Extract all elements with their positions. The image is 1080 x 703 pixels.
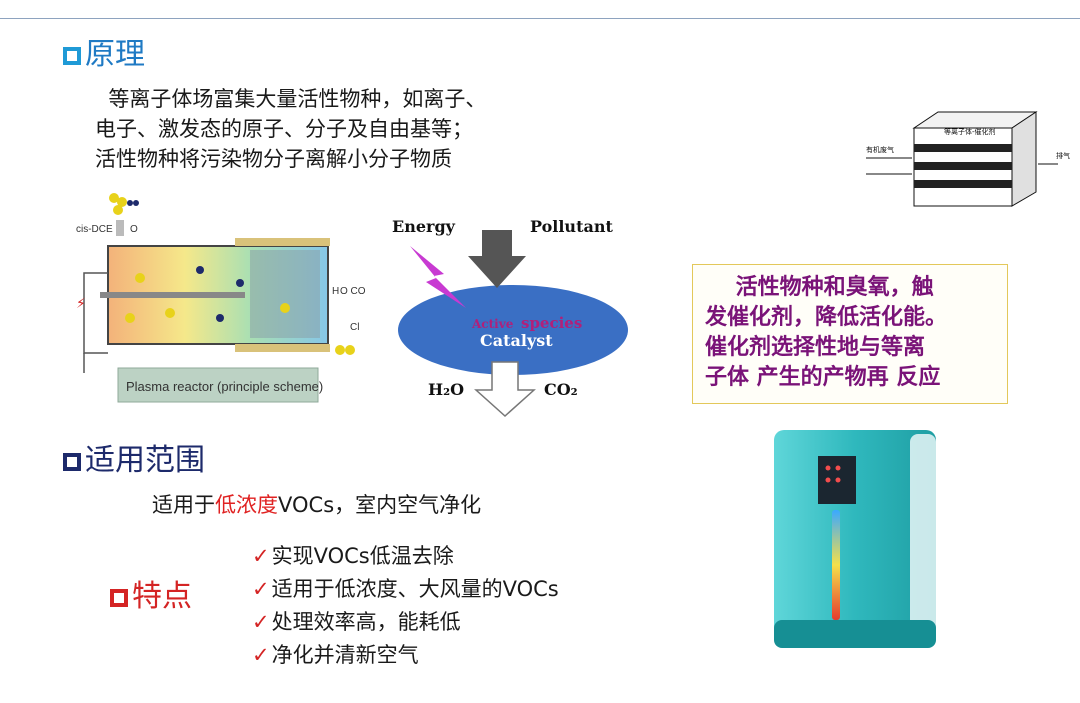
principle-line-3: 活性物种将污染物分子离解小分子物质 xyxy=(95,147,452,171)
stack-left-label: 有机废气 xyxy=(866,145,894,154)
molecule xyxy=(133,200,139,206)
reactor-label: Plasma reactor (principle scheme) xyxy=(126,379,323,394)
plasma-catalyst-stack-diagram: 等离子体-催化剂 有机废气 排气 xyxy=(866,111,1070,207)
checkbox-square-icon xyxy=(63,452,81,471)
energy-bolt-icon xyxy=(410,246,466,308)
species-label: species xyxy=(521,314,582,332)
stack-layer xyxy=(914,180,1012,188)
scope-prefix: 适用于 xyxy=(152,493,215,517)
feature-text: 净化并清新空气 xyxy=(271,643,419,667)
indicator-led xyxy=(835,477,841,483)
circuit-wire xyxy=(83,272,108,354)
feature-item-1: ✓实现VOCs低温去除 xyxy=(252,540,454,573)
inlet-pipe xyxy=(116,220,124,236)
callout-line-3: 催化剂选择性地与等离 xyxy=(705,335,926,360)
molecule xyxy=(113,205,123,215)
indicator-led xyxy=(835,465,841,471)
out-cl-label: Cl xyxy=(350,322,359,333)
mechanism-callout: 活性物种和臭氧，触 发催化剂，降低活化能。 催化剂选择性地与等离 子体 产生的产… xyxy=(692,264,1008,404)
features-heading-text: 特点 xyxy=(132,579,192,614)
o2-label: O xyxy=(130,224,138,235)
co2-label: CO₂ xyxy=(544,380,578,399)
callout-line-1: 活性物种和臭氧，触 xyxy=(705,275,934,300)
callout-line-4: 子体 产生的产物再 反应 xyxy=(705,365,941,390)
catalyst-label: Catalyst xyxy=(480,331,553,350)
checkbox-square-icon xyxy=(63,46,81,65)
indicator-led xyxy=(825,465,831,471)
purifier-body xyxy=(774,430,936,645)
plasma-reactor-diagram: cis-DCE O ⚡ H O CO Cl Plasma reactor (pr… xyxy=(76,193,366,403)
feature-text: 实现VOCs低温去除 xyxy=(271,544,454,568)
stack-right-label: 排气 xyxy=(1056,151,1070,160)
molecule xyxy=(196,266,204,274)
scope-text: 适用于低浓度VOCs，室内空气净化 xyxy=(152,490,481,520)
molecule xyxy=(345,345,355,355)
electrode-top xyxy=(235,238,330,246)
power-source-icon: ⚡ xyxy=(76,296,86,312)
scope-heading: 适用范围 xyxy=(63,444,205,478)
molecule xyxy=(109,193,119,203)
reactor-label-box xyxy=(117,367,319,403)
checkbox-square-icon xyxy=(110,588,128,607)
center-electrode xyxy=(100,292,245,298)
indicator-led xyxy=(825,477,831,483)
feature-item-4: ✓净化并清新空气 xyxy=(252,639,419,672)
inlet-label: cis-DCE xyxy=(76,224,113,235)
scope-suffix: VOCs，室内空气净化 xyxy=(278,493,482,517)
stack-layer xyxy=(914,144,1012,152)
principle-heading-text: 原理 xyxy=(85,37,145,72)
purifier-side-panel xyxy=(910,434,936,634)
purifier-base xyxy=(774,620,936,648)
features-heading: 特点 xyxy=(110,580,192,614)
molecule xyxy=(135,273,145,283)
stack-top-label: 等离子体-催化剂 xyxy=(944,127,996,136)
molecule xyxy=(280,303,290,313)
pollutant-label: Pollutant xyxy=(530,217,613,236)
feature-text: 处理效率高，能耗低 xyxy=(271,610,461,634)
stack-side-face xyxy=(1011,111,1037,207)
air-purifier-image xyxy=(774,430,936,648)
molecule xyxy=(216,314,224,322)
molecule xyxy=(125,313,135,323)
feature-item-2: ✓适用于低浓度、大风量的VOCs xyxy=(252,573,559,606)
feature-item-3: ✓处理效率高，能耗低 xyxy=(252,606,461,639)
checkmark-icon: ✓ xyxy=(252,643,270,667)
active-label: Active xyxy=(471,317,514,331)
scope-highlight: 低浓度 xyxy=(215,493,278,517)
product-arrow-icon xyxy=(474,361,536,418)
principle-line-1: 等离子体场富集大量活性物种，如离子、 xyxy=(95,87,487,111)
catalyst-bed xyxy=(250,250,320,338)
pollutant-arrow-icon xyxy=(468,230,526,288)
out-co2-label: O CO xyxy=(340,286,366,297)
callout-line-2: 发催化剂，降低活化能。 xyxy=(705,305,948,330)
electrode-bottom xyxy=(235,344,330,352)
molecule xyxy=(165,308,175,318)
molecule xyxy=(127,200,133,206)
catalysis-diagram: Energy Pollutant Active species Catalyst… xyxy=(392,217,628,418)
principle-line-2: 电子、激发态的原子、分子及自由基等； xyxy=(95,117,473,141)
molecule xyxy=(335,345,345,355)
air-quality-bar xyxy=(832,510,840,620)
checkmark-icon: ✓ xyxy=(252,544,270,568)
checkmark-icon: ✓ xyxy=(252,610,270,634)
top-divider xyxy=(0,18,1080,19)
molecule xyxy=(236,279,244,287)
stack-layer xyxy=(914,162,1012,170)
feature-text: 适用于低浓度、大风量的VOCs xyxy=(271,577,559,601)
principle-heading: 原理 xyxy=(63,38,145,72)
checkmark-icon: ✓ xyxy=(252,577,270,601)
h2o-label: H₂O xyxy=(428,380,464,399)
molecule xyxy=(117,197,127,207)
out-h-label: H xyxy=(332,286,339,297)
catalyst-ellipse xyxy=(398,285,628,375)
energy-label: Energy xyxy=(392,217,456,236)
scope-heading-text: 适用范围 xyxy=(85,443,205,478)
